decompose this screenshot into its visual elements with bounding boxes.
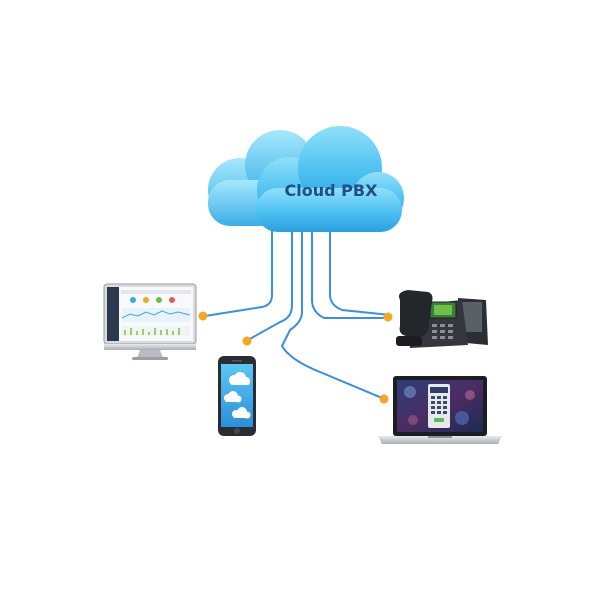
cloud-pbx-label: Cloud PBX xyxy=(285,181,379,200)
laptop xyxy=(378,376,502,444)
connector-node xyxy=(242,336,252,346)
connectors xyxy=(198,228,393,404)
connector-line xyxy=(311,230,384,319)
desktop-monitor xyxy=(103,283,197,360)
front-cloud xyxy=(256,126,404,232)
connector-line xyxy=(204,228,273,317)
connector-node xyxy=(198,311,208,321)
smartphone xyxy=(218,356,256,436)
connector-line xyxy=(247,230,293,341)
connector-node xyxy=(379,394,389,404)
connector-node xyxy=(383,312,393,322)
connector-line xyxy=(280,232,383,399)
cloud-pbx: Cloud PBX xyxy=(208,126,404,232)
connector-line xyxy=(329,228,391,316)
ip-desk-phone xyxy=(396,290,488,348)
